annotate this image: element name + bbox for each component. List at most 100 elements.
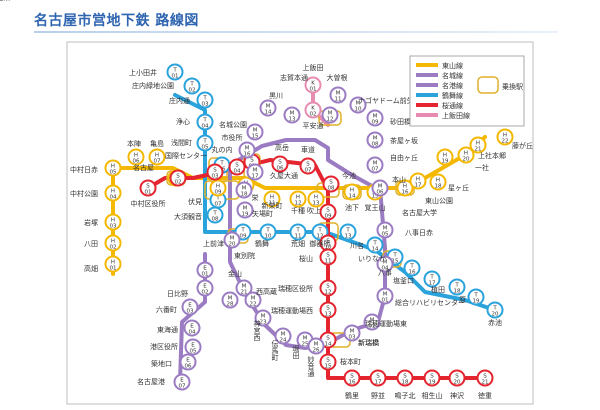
station-t05[interactable]: T05 bbox=[196, 134, 214, 152]
station-m18[interactable]: M18 bbox=[235, 181, 253, 199]
station-h20[interactable]: H20 bbox=[457, 146, 475, 164]
station-m19[interactable]: M19 bbox=[236, 201, 254, 219]
station-t04[interactable]: T04 bbox=[196, 113, 214, 131]
station-s11[interactable]: S11 bbox=[319, 248, 337, 266]
station-s06[interactable]: S06 bbox=[271, 155, 289, 173]
station-code-letter: T bbox=[295, 228, 300, 234]
station-m16[interactable]: M16 bbox=[238, 141, 256, 159]
station-s09[interactable]: S09 bbox=[319, 203, 337, 221]
station-code-letter: H bbox=[503, 133, 507, 139]
station-m05[interactable]: M05 bbox=[376, 221, 394, 239]
station-h17[interactable]: H17 bbox=[409, 172, 427, 190]
station-h21[interactable]: H21 bbox=[469, 136, 487, 154]
station-s13[interactable]: S13 bbox=[319, 301, 337, 319]
station-h03[interactable]: H03 bbox=[104, 213, 122, 231]
station-s21[interactable]: S21 bbox=[476, 369, 494, 387]
station-h19[interactable]: H19 bbox=[436, 148, 454, 166]
station-m21[interactable]: M21 bbox=[235, 279, 253, 297]
station-name: 吹上 bbox=[307, 206, 321, 215]
station-m06[interactable]: M06 bbox=[371, 179, 389, 197]
station-h11[interactable]: H11 bbox=[263, 190, 281, 208]
station-h07[interactable]: H07 bbox=[148, 148, 166, 166]
station-h16[interactable]: H16 bbox=[396, 179, 414, 197]
station-m26[interactable]: M26 bbox=[307, 337, 325, 355]
station-h22[interactable]: H22 bbox=[496, 128, 514, 146]
station-s16[interactable]: S16 bbox=[343, 369, 361, 387]
station-s19[interactable]: S19 bbox=[423, 369, 441, 387]
station-h02[interactable]: H02 bbox=[104, 234, 122, 252]
station-code-letter: H bbox=[296, 195, 300, 201]
station-m04[interactable]: M04 bbox=[376, 255, 394, 273]
station-s20[interactable]: S20 bbox=[448, 369, 466, 387]
station-s17[interactable]: S17 bbox=[369, 369, 387, 387]
station-m15[interactable]: M15 bbox=[246, 123, 264, 141]
station-m10[interactable]: M10 bbox=[349, 96, 367, 114]
station-e04[interactable]: E04 bbox=[183, 319, 201, 337]
station-m24[interactable]: M24 bbox=[274, 327, 292, 345]
station-h12[interactable]: H12 bbox=[289, 190, 307, 208]
station-e03[interactable]: E03 bbox=[181, 298, 199, 316]
station-t13[interactable]: T13 bbox=[339, 223, 357, 241]
station-e02[interactable]: E02 bbox=[196, 279, 214, 297]
station-s08[interactable]: S08 bbox=[322, 175, 340, 193]
station-m07[interactable]: M07 bbox=[366, 156, 384, 174]
station-m20[interactable]: M20 bbox=[223, 231, 241, 249]
station-name: 六番町 bbox=[156, 305, 177, 314]
station-m17[interactable]: M17 bbox=[246, 163, 264, 181]
station-t03[interactable]: T03 bbox=[196, 91, 214, 109]
station-t11[interactable]: T11 bbox=[289, 223, 307, 241]
station-m13[interactable]: M13 bbox=[283, 106, 301, 124]
station-s15[interactable]: S15 bbox=[319, 353, 337, 371]
station-t08[interactable]: T08 bbox=[206, 206, 224, 224]
station-t01[interactable]: T01 bbox=[166, 63, 184, 81]
station-m28[interactable]: M28 bbox=[221, 291, 239, 309]
station-e07[interactable]: E07 bbox=[173, 373, 191, 391]
station-m23[interactable]: M23 bbox=[254, 309, 272, 327]
station-h09[interactable]: H09 bbox=[209, 179, 227, 197]
station-s07[interactable]: S07 bbox=[299, 157, 317, 175]
station-s18[interactable]: S18 bbox=[396, 369, 414, 387]
station-s03[interactable]: S03 bbox=[206, 163, 224, 181]
station-e05[interactable]: E05 bbox=[184, 338, 202, 356]
station-s12[interactable]: S12 bbox=[319, 279, 337, 297]
station-code-number: 15 bbox=[392, 259, 399, 265]
station-m14[interactable]: M14 bbox=[259, 99, 277, 117]
station-m09[interactable]: M09 bbox=[366, 109, 384, 127]
station-k01[interactable]: K01 bbox=[304, 76, 322, 94]
station-m11[interactable]: M11 bbox=[329, 86, 347, 104]
station-t19[interactable]: T19 bbox=[467, 288, 485, 306]
station-marker bbox=[166, 63, 184, 81]
station-code-letter: T bbox=[215, 196, 220, 202]
station-t16[interactable]: T16 bbox=[403, 259, 421, 277]
station-t20[interactable]: T20 bbox=[486, 301, 504, 319]
station-t14[interactable]: T14 bbox=[366, 236, 384, 254]
station-code-letter: T bbox=[202, 118, 207, 124]
station-k02[interactable]: K02 bbox=[304, 101, 322, 119]
station-s04[interactable]: S04 bbox=[228, 158, 246, 176]
station-m03[interactable]: M03 bbox=[343, 324, 361, 342]
station-t17[interactable]: T17 bbox=[423, 270, 441, 288]
station-t10[interactable]: T10 bbox=[259, 223, 277, 241]
station-h14[interactable]: H14 bbox=[343, 183, 361, 201]
station-h13[interactable]: H13 bbox=[307, 190, 325, 208]
station-h05[interactable]: H05 bbox=[104, 159, 122, 177]
station-code-letter: H bbox=[155, 153, 159, 159]
station-t07[interactable]: T07 bbox=[209, 191, 227, 209]
station-m08[interactable]: M08 bbox=[366, 131, 384, 149]
station-s02[interactable]: S02 bbox=[169, 169, 187, 187]
station-m12[interactable]: M12 bbox=[321, 106, 339, 124]
station-h04[interactable]: H04 bbox=[104, 184, 122, 202]
station-s01[interactable]: S01 bbox=[139, 179, 157, 197]
station-h18[interactable]: H18 bbox=[429, 173, 447, 191]
station-marker bbox=[246, 163, 264, 181]
station-e06[interactable]: E06 bbox=[179, 353, 197, 371]
station-m02[interactable]: M02 bbox=[363, 313, 381, 331]
station-t18[interactable]: T18 bbox=[448, 278, 466, 296]
station-e01[interactable]: E01 bbox=[196, 261, 214, 279]
station-t09[interactable]: T09 bbox=[234, 223, 252, 241]
station-h01[interactable]: H01 bbox=[104, 255, 122, 273]
station-m01[interactable]: M01 bbox=[376, 287, 394, 305]
station-t02[interactable]: T02 bbox=[183, 77, 201, 95]
station-h06[interactable]: H06 bbox=[127, 148, 145, 166]
station-m22[interactable]: M22 bbox=[244, 291, 262, 309]
